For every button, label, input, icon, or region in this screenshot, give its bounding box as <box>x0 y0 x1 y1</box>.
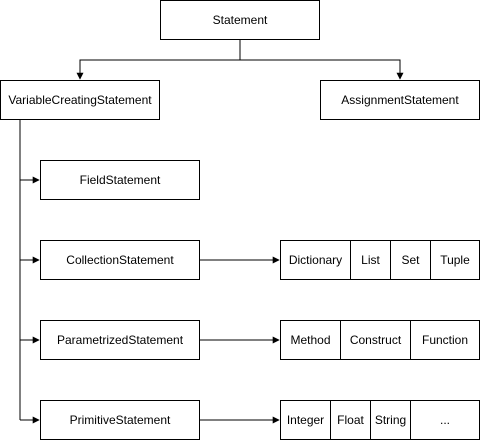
node-parametrized-statement: ParametrizedStatement <box>40 320 200 360</box>
type-cell-ellipsis: ... <box>410 400 480 440</box>
node-assignment-statement: AssignmentStatement <box>320 80 480 120</box>
node-statement: Statement <box>160 0 320 40</box>
type-cell-float: Float <box>330 400 371 440</box>
type-cell-dictionary: Dictionary <box>280 240 351 280</box>
node-collection-statement: CollectionStatement <box>40 240 200 280</box>
node-primitive-statement: PrimitiveStatement <box>40 400 200 440</box>
node-variable-creating-statement: VariableCreatingStatement <box>0 80 160 120</box>
node-field-statement: FieldStatement <box>40 160 200 200</box>
type-cell-list: List <box>350 240 391 280</box>
type-cell-function: Function <box>410 320 480 360</box>
type-cell-construct: Construct <box>340 320 411 360</box>
type-cell-string: String <box>370 400 411 440</box>
type-cell-set: Set <box>390 240 431 280</box>
type-cell-integer: Integer <box>280 400 331 440</box>
edge-root-to-assignment <box>240 59 404 80</box>
type-cell-method: Method <box>280 320 341 360</box>
edge-root-to-variable-creating <box>76 40 241 80</box>
type-cell-tuple: Tuple <box>430 240 480 280</box>
